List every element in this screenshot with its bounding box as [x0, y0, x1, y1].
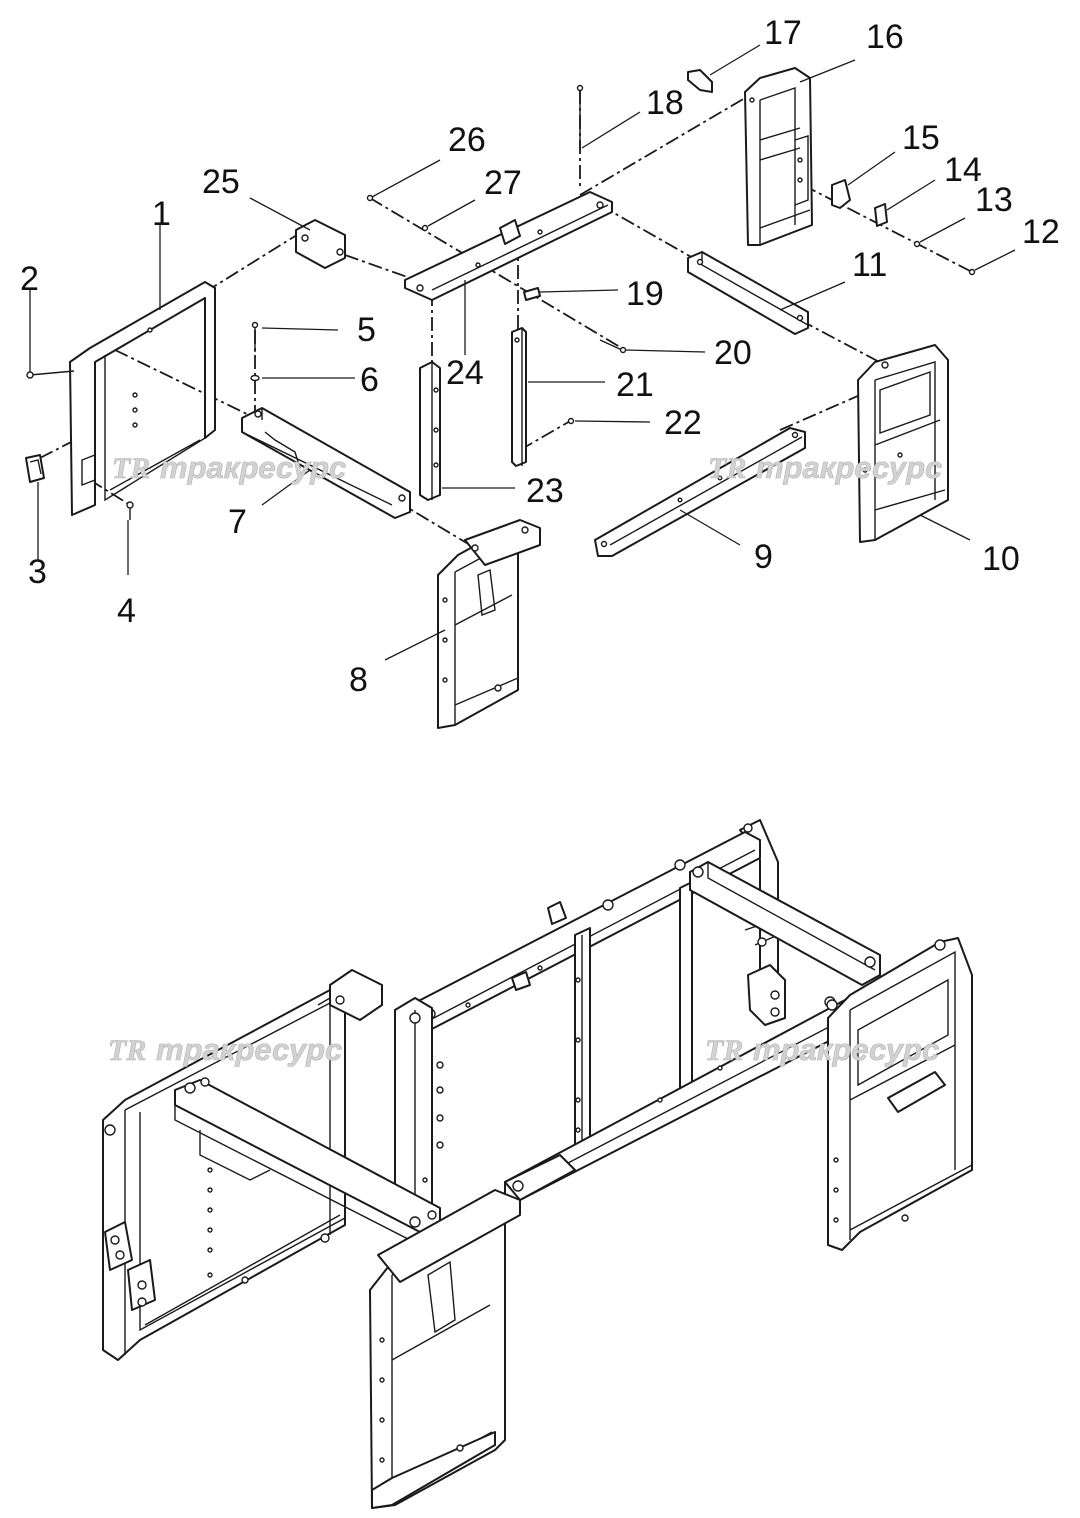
watermark-top-right: TR тракресурс: [708, 450, 943, 486]
part-7-cross-member: [241, 407, 411, 519]
part-1-left-frame: [69, 281, 216, 516]
callout-10: 10: [982, 540, 1020, 578]
watermark-logo: TR: [112, 452, 150, 485]
part-16-rear-frame: [744, 67, 813, 246]
callout-15: 15: [902, 119, 940, 157]
part-25-bracket: [295, 219, 346, 269]
assembled-view: TR тракресурс TR тракресурс: [102, 819, 973, 1509]
part-17-bracket: [687, 69, 713, 93]
callout-18: 18: [646, 84, 684, 122]
exploded-view: 1 2 3 4 5 6 7 8 9 10 11 12 13 14 15 16 1…: [20, 14, 1060, 729]
part-13-nut: [913, 240, 921, 248]
callout-8: 8: [349, 661, 368, 699]
part-6-washer: [250, 374, 260, 382]
callout-11: 11: [852, 246, 887, 284]
part-12-bolt: [968, 268, 976, 276]
part-8-pillar-frame: [437, 519, 541, 729]
part-3-bracket: [25, 454, 45, 483]
callout-21: 21: [616, 366, 654, 404]
watermark-text: тракресурс: [156, 1032, 342, 1067]
callout-9: 9: [754, 538, 773, 576]
callout-16: 16: [866, 18, 904, 56]
callout-12: 12: [1022, 213, 1060, 251]
callout-1: 1: [152, 195, 171, 233]
part-9-long-member: [594, 427, 806, 557]
watermark-logo: TR: [708, 452, 746, 485]
callout-23: 23: [526, 472, 564, 510]
part-5-bolt: [251, 321, 259, 352]
assembled-right-top-cross: [689, 861, 881, 986]
part-11-cross-member: [687, 251, 809, 335]
watermark-text: тракресурс: [756, 450, 942, 485]
assembled-front-left-frame: [369, 1189, 521, 1509]
callout-5: 5: [357, 311, 376, 349]
watermark-bottom-right: TR тракресурс: [705, 1032, 940, 1068]
callout-25: 25: [202, 163, 240, 201]
callout-20: 20: [714, 334, 752, 372]
callout-14: 14: [944, 151, 982, 189]
callout-3: 3: [28, 553, 47, 591]
part-10-right-frame: [857, 344, 949, 543]
callout-19: 19: [626, 275, 664, 313]
callout-26: 26: [448, 121, 486, 159]
watermark-text: тракресурс: [160, 450, 346, 485]
part-4-bolt: [126, 501, 134, 520]
callout-7: 7: [228, 503, 247, 541]
callout-22: 22: [664, 404, 702, 442]
watermark-text: тракресурс: [753, 1032, 939, 1067]
assembled-right-front-frame: [826, 937, 973, 1251]
part-26-pin: [366, 194, 374, 202]
assembled-left-frame: [102, 989, 346, 1361]
watermark-top-left: TR тракресурс: [112, 450, 347, 486]
watermark-logo: TR: [705, 1034, 743, 1067]
part-2-bolt: [26, 370, 75, 379]
watermark-logo: TR: [108, 1034, 146, 1067]
part-24-top-rail: [404, 191, 613, 301]
leader-lines: [29, 44, 1016, 661]
watermark-bottom-left: TR тракресурс: [108, 1032, 343, 1068]
callout-6: 6: [360, 361, 379, 399]
callout-27: 27: [484, 164, 522, 202]
callout-17: 17: [764, 14, 802, 52]
part-18-bolt: [576, 84, 584, 150]
part-27-pin: [421, 224, 429, 232]
callout-24: 24: [446, 354, 484, 392]
part-15-clamp: [831, 179, 851, 209]
part-22-bolt: [567, 417, 575, 425]
part-23-post: [419, 361, 441, 501]
assembly-centerlines: [39, 90, 973, 546]
part-19-plate: [523, 287, 541, 301]
callout-2: 2: [20, 260, 39, 298]
part-21-post: [511, 327, 527, 467]
part-14-plate: [874, 203, 888, 227]
callout-13: 13: [975, 181, 1013, 219]
callout-labels: 1 2 3 4 5 6 7 8 9 10 11 12 13 14 15 16 1…: [20, 14, 1060, 699]
callout-4: 4: [117, 592, 136, 630]
